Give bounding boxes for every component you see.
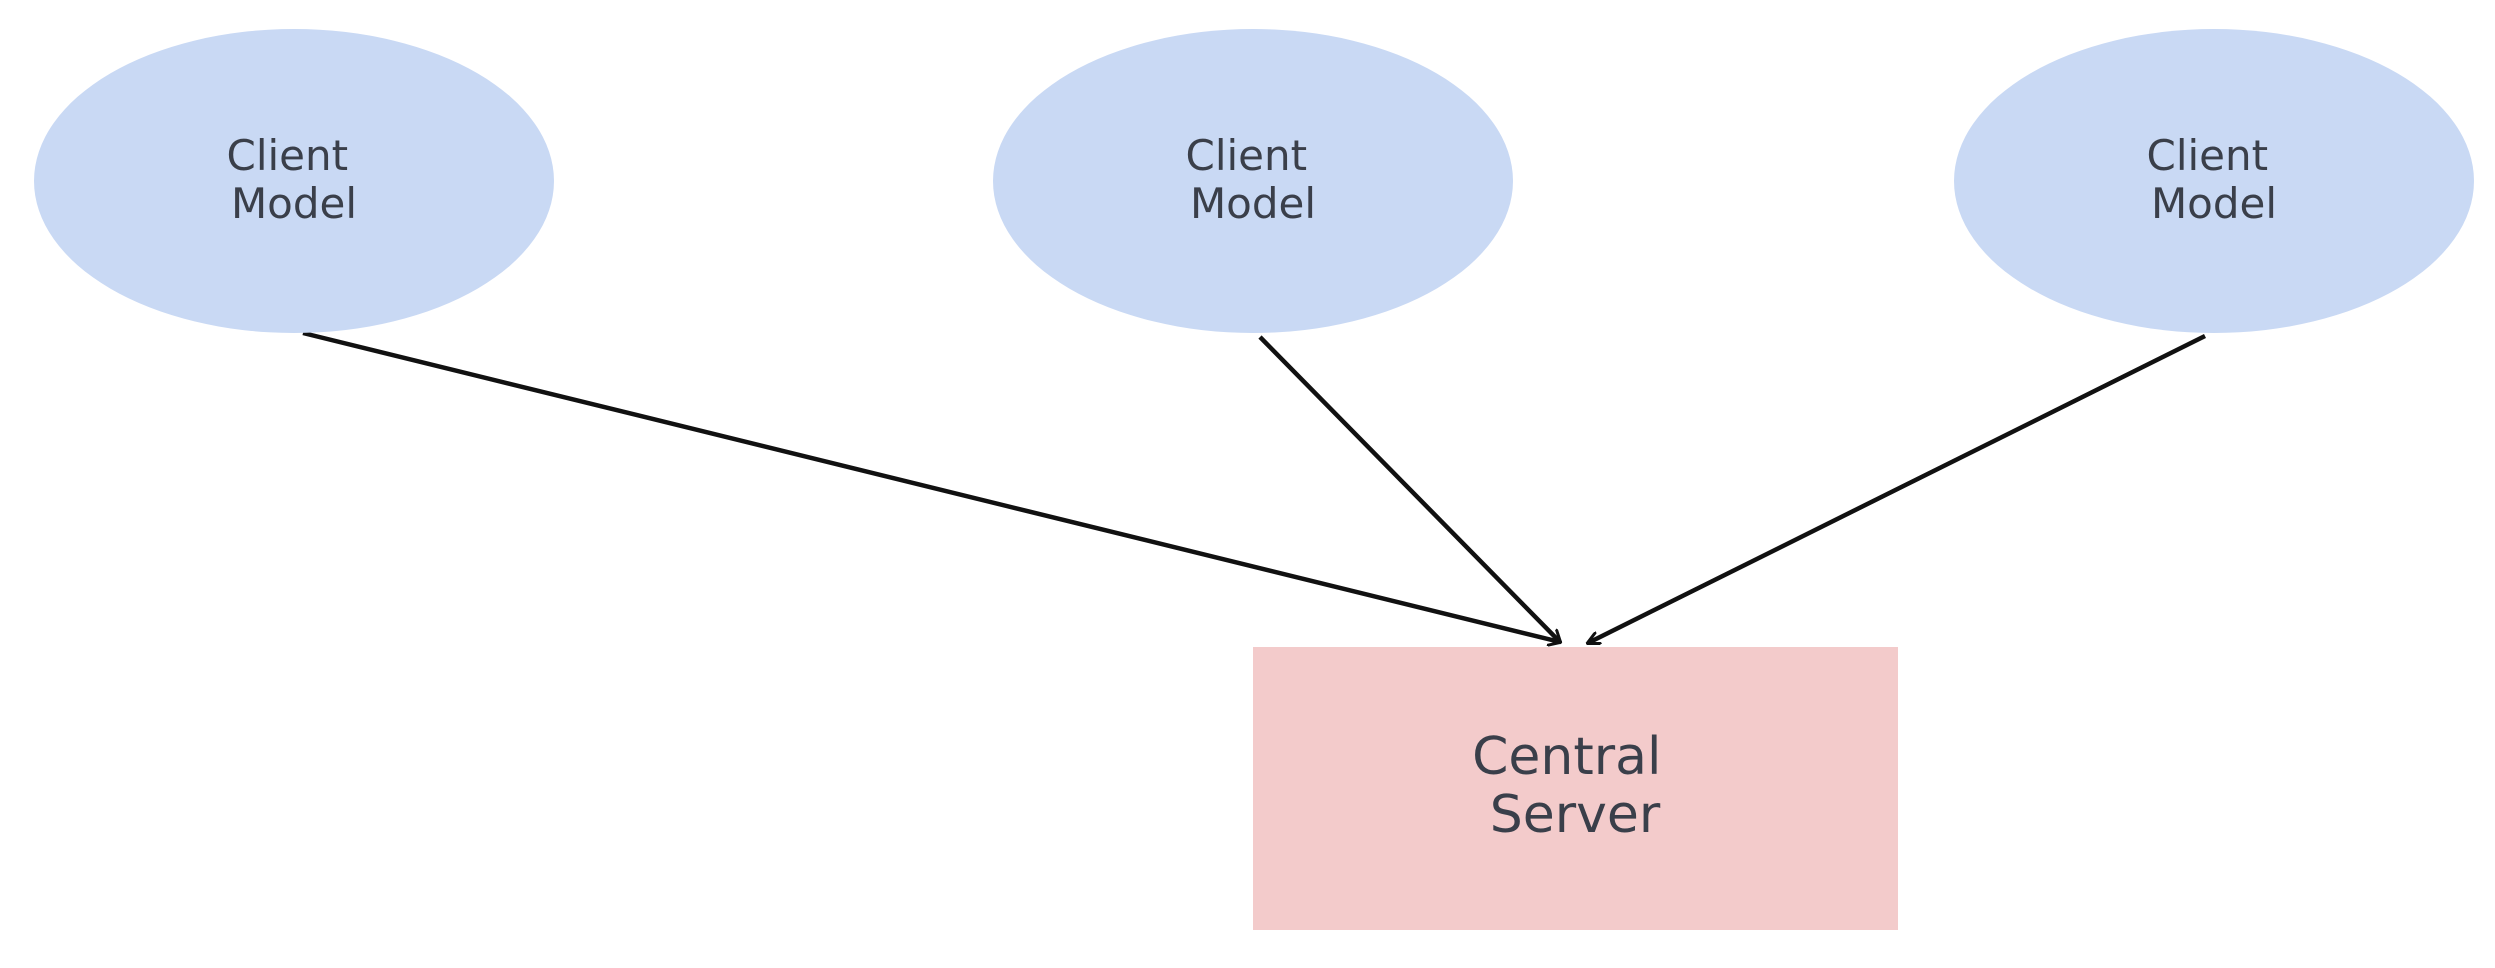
- server-box: [1253, 647, 1898, 930]
- central-server-node: Central Server: [1253, 647, 1898, 930]
- client-label-line1: Client: [227, 131, 349, 180]
- server-label-line1: Central: [1472, 727, 1661, 787]
- client-label-line1: Client: [2147, 131, 2269, 180]
- client-label-line2: Model: [1190, 179, 1316, 228]
- svg-text:Client Model: Client Model: [2147, 131, 2282, 228]
- server-label-line2: Server: [1490, 785, 1661, 845]
- client-node-1: Client Model: [993, 29, 1513, 333]
- client-label-line2: Model: [2151, 179, 2277, 228]
- svg-text:Central Server: Central Server: [1472, 727, 1678, 845]
- edge-client-0-to-server: [302, 330, 1560, 642]
- edge-client-2-to-server: [1588, 333, 2207, 646]
- client-node-0: Client Model: [34, 29, 554, 333]
- client-label-line1: Client: [1186, 131, 1308, 180]
- svg-text:Client Model: Client Model: [1186, 131, 1321, 228]
- edges: [302, 330, 2207, 646]
- client-label-line2: Model: [231, 179, 357, 228]
- client-ellipse: [1954, 29, 2474, 333]
- client-ellipse: [34, 29, 554, 333]
- edge-client-1-to-server: [1258, 335, 1560, 642]
- client-node-2: Client Model: [1954, 29, 2474, 333]
- client-ellipse: [993, 29, 1513, 333]
- svg-text:Client Model: Client Model: [227, 131, 362, 228]
